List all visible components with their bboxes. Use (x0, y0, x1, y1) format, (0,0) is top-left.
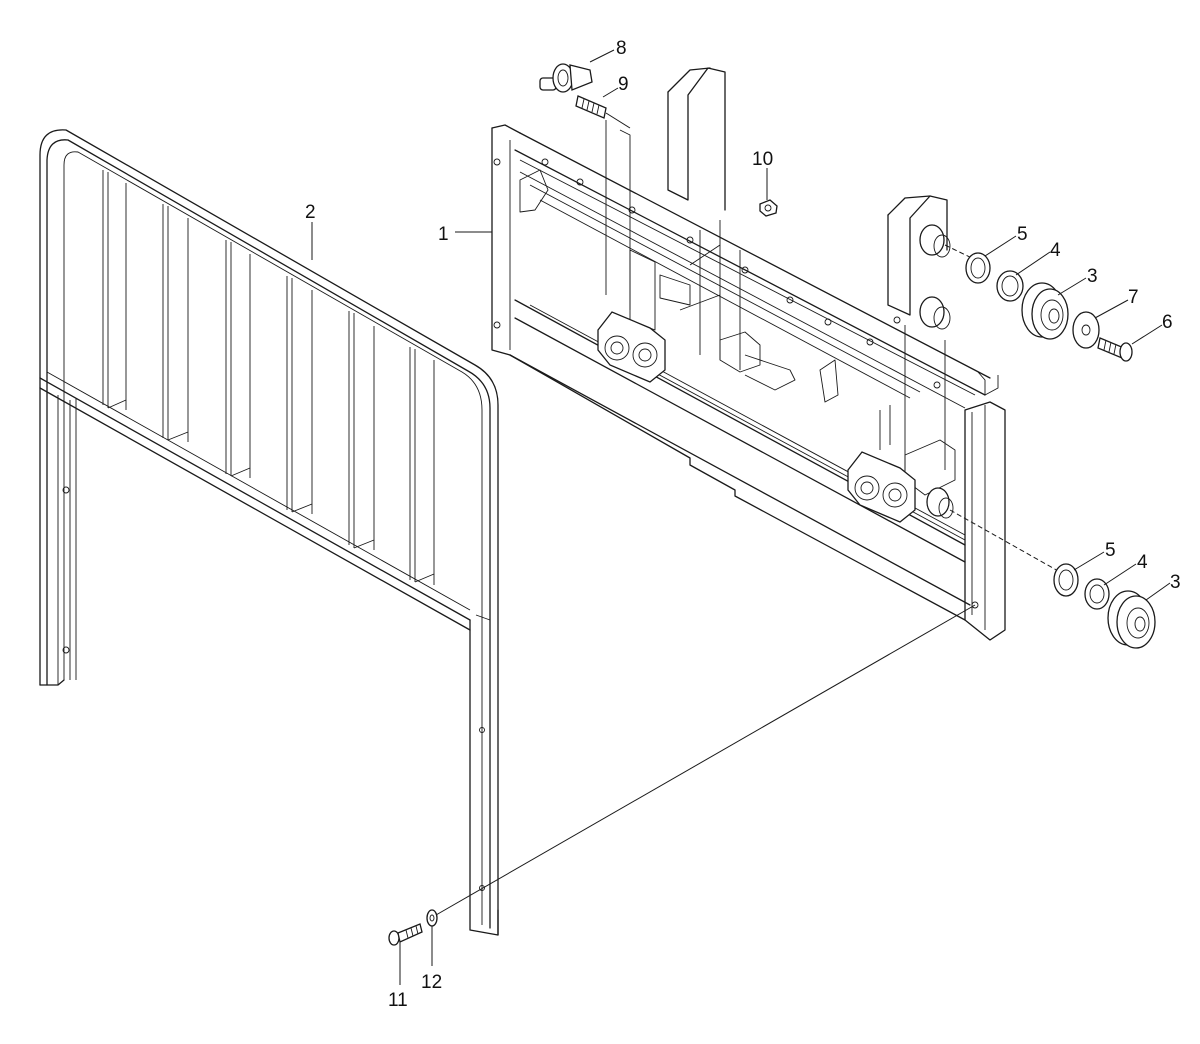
load-backrest-frame (39, 129, 499, 936)
lower-roller-assembly (949, 509, 1156, 649)
callout-7: 7 (1128, 287, 1139, 308)
callout-leaders (311, 49, 1171, 985)
callout-12: 12 (421, 972, 442, 993)
callout-labels: 1 2 8 9 10 5 4 3 7 6 5 4 3 11 12 (305, 38, 1181, 1011)
callout-6: 6 (1162, 312, 1173, 333)
callout-10: 10 (752, 149, 773, 170)
part-9-threaded-stud (575, 95, 631, 129)
callout-1: 1 (438, 224, 449, 245)
callout-5-lower: 5 (1105, 540, 1116, 561)
callout-11: 11 (388, 990, 408, 1011)
part-12-washer (426, 909, 438, 927)
part-8-adjust-bolt (539, 63, 593, 93)
callout-2: 2 (305, 202, 316, 223)
callout-4-upper: 4 (1050, 240, 1061, 261)
callout-8: 8 (616, 38, 627, 59)
callout-9: 9 (618, 74, 629, 95)
assembly-line (435, 604, 976, 916)
callout-5-upper: 5 (1017, 224, 1028, 245)
carriage-frame (491, 67, 1006, 641)
callout-3-upper: 3 (1087, 266, 1098, 287)
callout-4-lower: 4 (1137, 552, 1148, 573)
callout-3-lower: 3 (1170, 572, 1181, 593)
upper-roller-assembly (944, 244, 1133, 362)
part-11-bolt (388, 923, 423, 946)
part-10-nut (759, 199, 778, 217)
